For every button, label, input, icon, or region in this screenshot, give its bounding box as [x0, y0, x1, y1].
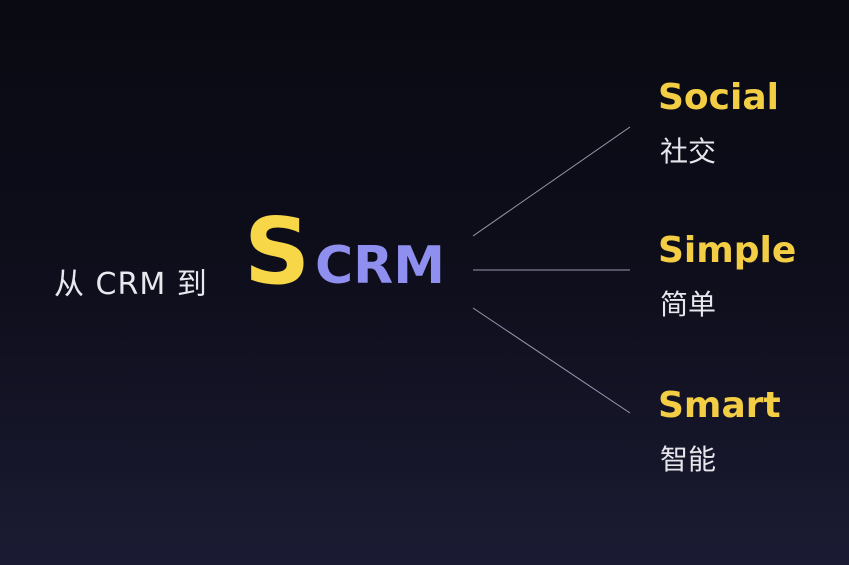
title-s: S [244, 198, 311, 305]
branch-social-zh: 社交 [660, 135, 717, 168]
connector-smart [472, 307, 631, 414]
connector-social [472, 126, 631, 237]
branch-social-en: Social [658, 77, 779, 118]
branch-simple-en: Simple [658, 230, 797, 271]
title-crm: CRM [315, 236, 445, 296]
branch-smart-zh: 智能 [660, 443, 717, 476]
branch-smart-en: Smart [658, 385, 781, 426]
title-prefix: 从 CRM 到 [54, 267, 208, 302]
branch-simple-zh: 简单 [660, 288, 717, 321]
